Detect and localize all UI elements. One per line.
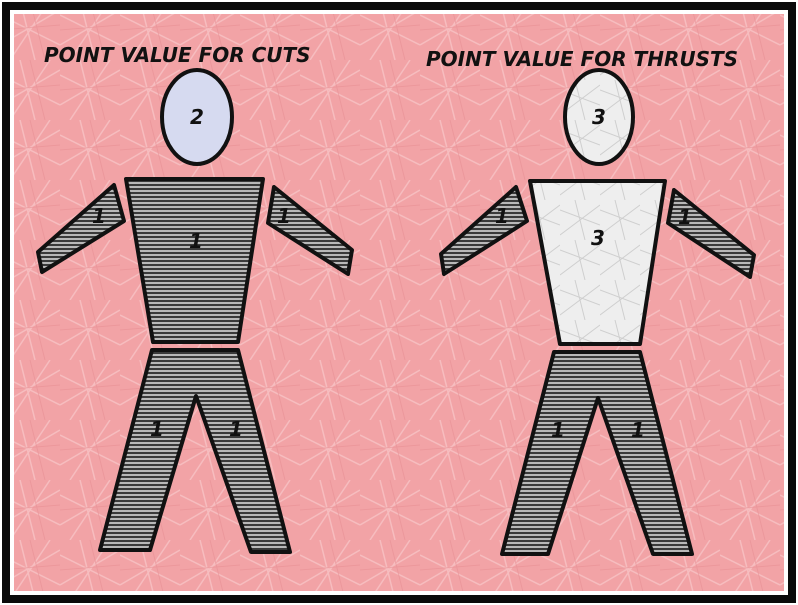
cuts-left-leg-value: 1 [150, 417, 164, 441]
thrusts-right-leg-value: 1 [631, 418, 645, 442]
thrusts-left-leg-value: 1 [551, 418, 565, 442]
cuts-torso-value: 1 [189, 229, 203, 253]
thrusts-right-arm-value: 1 [678, 205, 692, 229]
thrusts-title: POINT VALUE FOR THRUSTS [426, 47, 738, 71]
thrusts-torso-value: 3 [591, 226, 605, 250]
cuts-title: POINT VALUE FOR CUTS [44, 43, 311, 67]
cuts-right-leg-value: 1 [229, 417, 243, 441]
cuts-head-value: 2 [190, 105, 204, 129]
cuts-left-arm-value: 1 [92, 204, 106, 228]
thrusts-left-arm-value: 1 [495, 204, 509, 228]
cuts-right-arm-value: 1 [277, 204, 291, 228]
thrusts-head-value: 3 [592, 105, 606, 129]
